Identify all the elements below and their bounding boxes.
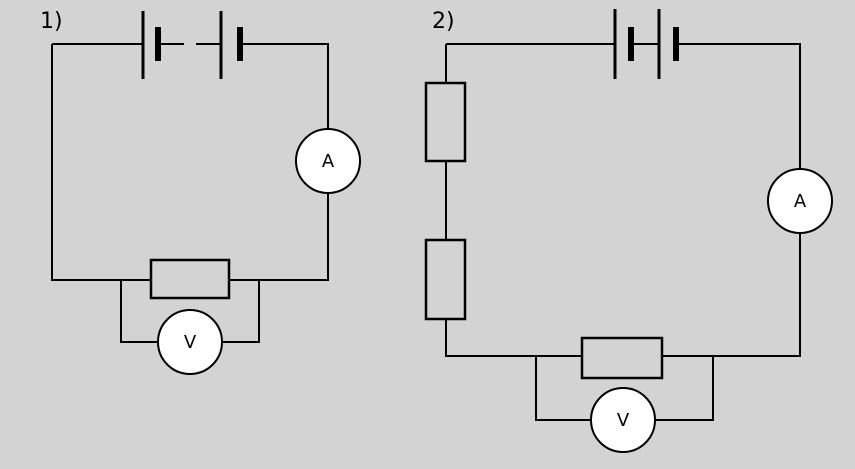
- circuit-2-top-wire-right: [676, 43, 801, 168]
- voltmeter-circle: [590, 387, 656, 453]
- circuit-1-right-wire: [259, 193, 329, 281]
- circuit-2-left-wire: [445, 44, 582, 357]
- circuit-1-voltmeter: V: [157, 309, 223, 375]
- circuit-1-voltmeter-loop: [120, 280, 260, 343]
- circuit-1-battery: [141, 11, 243, 79]
- circuit-1-resistor: [149, 258, 231, 300]
- voltmeter-symbol: V: [184, 332, 197, 353]
- ammeter-symbol: A: [794, 191, 807, 212]
- circuit-1-top-wire-right: [240, 43, 329, 128]
- circuit-1-left-wire: [51, 44, 151, 281]
- circuit-2-voltmeter: V: [590, 387, 656, 453]
- ammeter-circle: [295, 128, 361, 194]
- circuit-2-resistor-lower: [424, 238, 467, 321]
- circuit-1-label: 1): [40, 9, 63, 34]
- circuit-2-battery: [613, 9, 679, 79]
- ammeter-symbol: A: [322, 151, 335, 172]
- circuit-2-label: 2): [432, 9, 455, 34]
- circuit-2-voltmeter-loop: [535, 356, 714, 421]
- circuit-2-resistor-upper: [424, 81, 467, 163]
- ammeter-circle: [767, 168, 833, 234]
- circuit-2-ammeter: A: [767, 168, 833, 234]
- circuit-2: 2) A V: [424, 9, 833, 453]
- voltmeter-symbol: V: [617, 410, 630, 431]
- voltmeter-circle: [157, 309, 223, 375]
- circuit-1: 1) A V: [40, 9, 361, 375]
- circuit-1-ammeter: A: [295, 128, 361, 194]
- circuit-2-right-wire: [713, 233, 801, 357]
- circuit-2-resistor-bottom: [580, 336, 664, 380]
